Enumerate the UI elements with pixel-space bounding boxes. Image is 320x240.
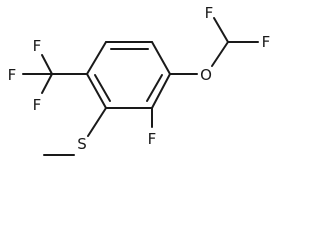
ring-bond-c6-c1 bbox=[86, 41, 107, 75]
bond-o-chf2 bbox=[211, 41, 229, 67]
atom-label-f-ring: F bbox=[148, 130, 157, 148]
bond-cf3-f-top bbox=[41, 54, 53, 75]
ring-bond-c3-c4 bbox=[151, 73, 171, 109]
ring-bond-c5-c6 bbox=[86, 73, 107, 109]
atom-label-f-cf3-top: F bbox=[33, 37, 42, 55]
atom-label-f-cf3-bottom: F bbox=[33, 96, 42, 114]
ring-bond-c3-c4-inner bbox=[146, 74, 163, 102]
bond-cf3-f-bottom bbox=[41, 73, 53, 94]
atom-label-f-chf2-right: F bbox=[262, 33, 271, 51]
bond-chf2-f-left bbox=[213, 17, 229, 43]
atom-label-f-cf3-left: F bbox=[8, 66, 17, 84]
ring-bond-c2-c3 bbox=[151, 41, 171, 75]
atom-label-f-chf2-left: F bbox=[205, 4, 214, 22]
structure-diagram: F F O F F F S F bbox=[7, 4, 271, 156]
bond-ring-s bbox=[87, 107, 107, 137]
molecule-drawing: F F O F F F S F bbox=[8, 4, 271, 156]
atom-label-o: O bbox=[200, 66, 212, 84]
ring-bond-c5-c6-inner bbox=[94, 74, 111, 102]
atom-label-s: S bbox=[77, 135, 87, 153]
